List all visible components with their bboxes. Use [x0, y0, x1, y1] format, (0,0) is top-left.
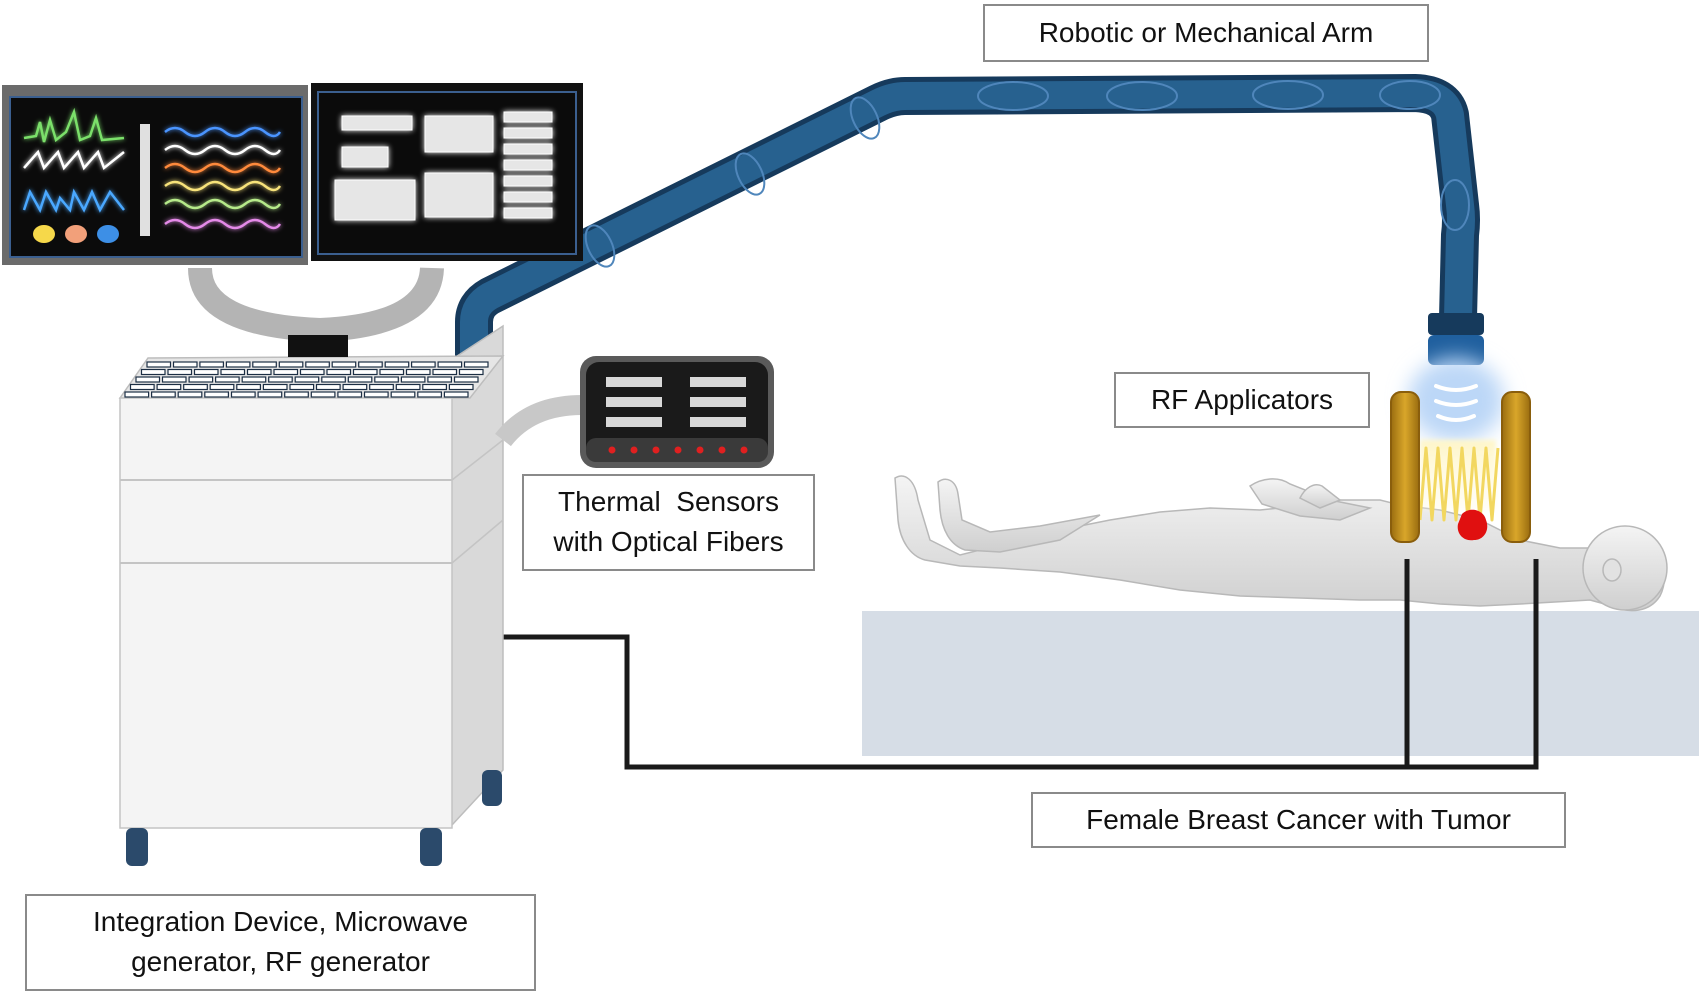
- label-integration-device: Integration Device, Microwave generator,…: [25, 894, 536, 991]
- control-panel-monitor-icon: [311, 83, 583, 261]
- monitor-stand: [188, 266, 444, 357]
- label-integration-line2: generator, RF generator: [131, 946, 430, 977]
- label-thermal-sensors-line1: Thermal Sensors: [558, 486, 779, 517]
- label-rf-applicators: RF Applicators: [1114, 372, 1370, 428]
- integration-cart: [118, 324, 505, 866]
- patient-body-icon: [894, 475, 1668, 612]
- keyboard-icon: [124, 361, 489, 398]
- label-thermal-sensors: Thermal Sensors with Optical Fibers: [522, 474, 815, 571]
- label-robotic-arm-text: Robotic or Mechanical Arm: [1038, 17, 1374, 48]
- label-integration-line1: Integration Device, Microwave: [92, 906, 469, 937]
- vital-signs-monitor-icon: [2, 85, 308, 265]
- patient-bed: [862, 611, 1699, 756]
- tumor-icon: [1457, 509, 1488, 541]
- label-thermal-sensors-line2: with Optical Fibers: [553, 526, 784, 557]
- label-breast-cancer-text: Female Breast Cancer with Tumor: [1086, 804, 1511, 835]
- robotic-arm: [455, 74, 1484, 374]
- rf-applicator-plates: [1390, 391, 1531, 543]
- cable-to-patient: [502, 559, 1539, 770]
- label-rf-applicators-text: RF Applicators: [1150, 384, 1334, 415]
- thermal-sensor-unit-icon: [495, 356, 774, 468]
- label-breast-cancer: Female Breast Cancer with Tumor: [1031, 792, 1566, 848]
- label-robotic-arm: Robotic or Mechanical Arm: [983, 4, 1429, 62]
- rf-emission: [1408, 358, 1504, 522]
